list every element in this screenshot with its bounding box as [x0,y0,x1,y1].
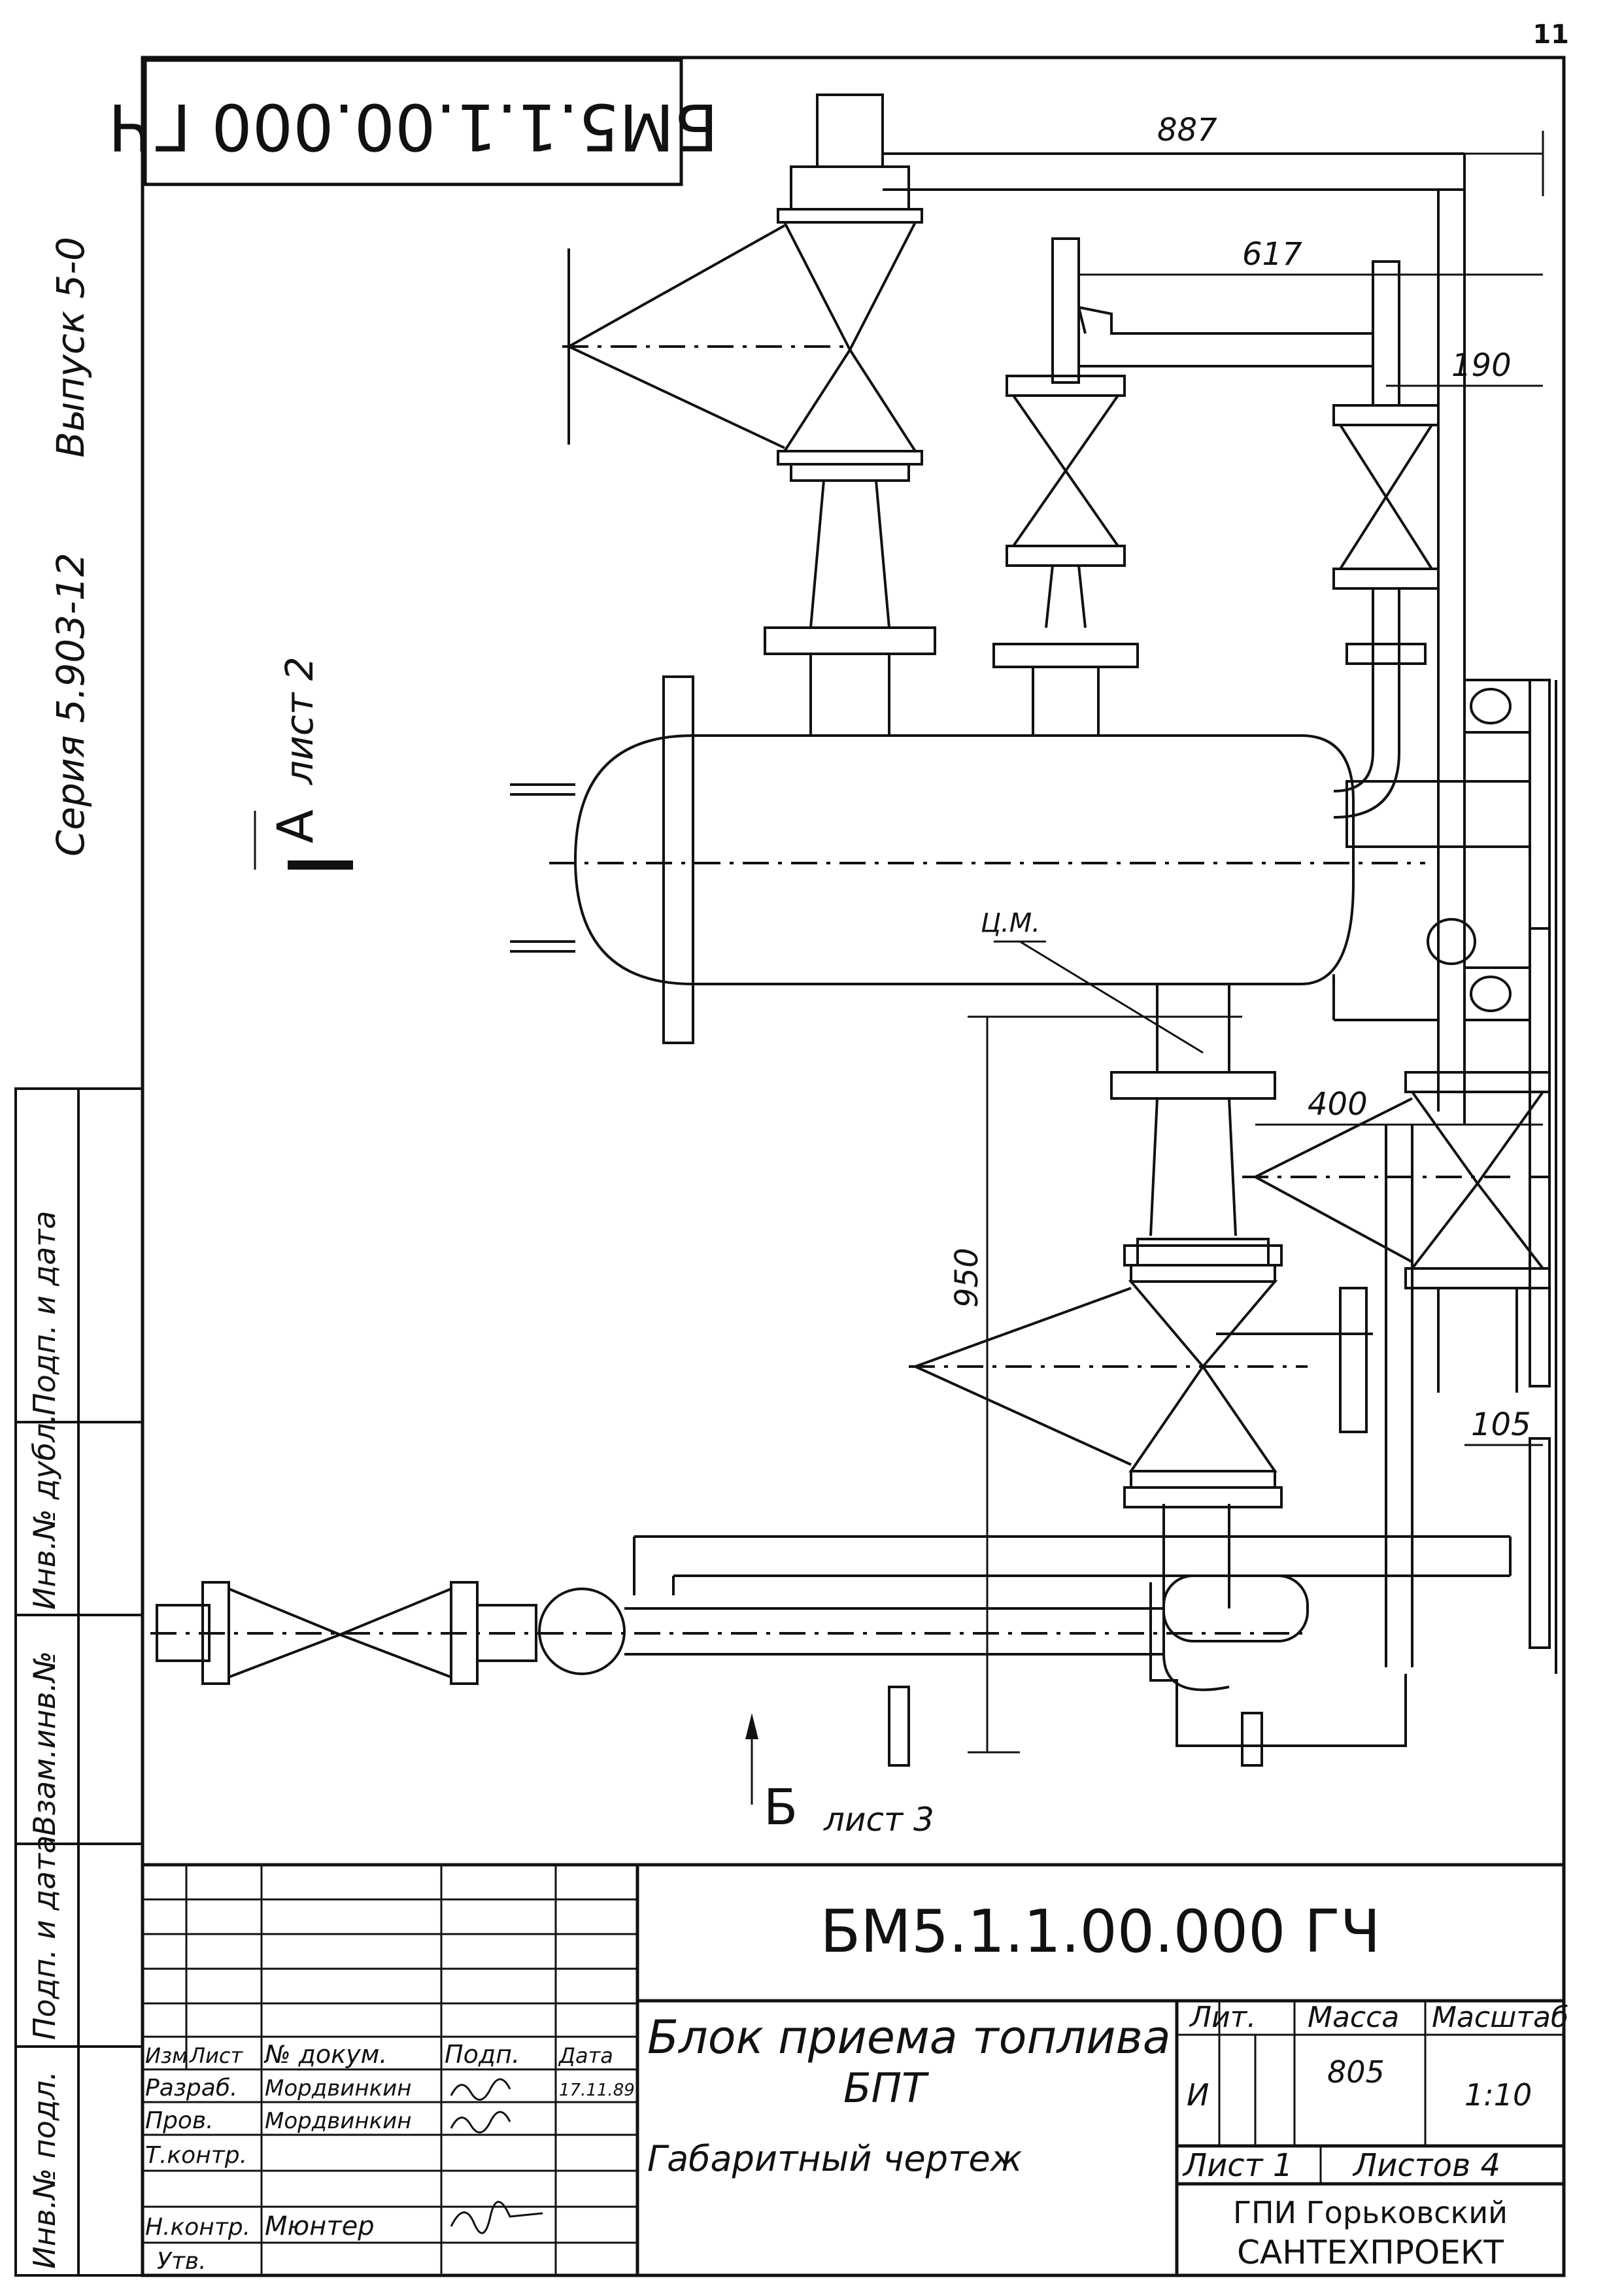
role-4: Н.контр. [145,2214,250,2241]
header-date: Дата [558,2043,613,2068]
dim-105: 105 [1471,1406,1531,1443]
title-name-line1: Блок приема топлива [647,2011,1171,2064]
name-4: Мюнтер [265,2211,375,2241]
issue-label: Выпуск 5-0 [48,237,93,458]
role-0: Разраб. [145,2075,237,2101]
name-0: Мордвинкин [265,2075,411,2101]
rotated-code: БМ5.1.1.00.000 ГЧ [108,89,718,163]
header-list: Лист [189,2043,243,2068]
center-mass-label: Ц.М. [981,908,1040,938]
date-0: 17.11.89 [559,2081,635,2100]
dim-950: 950 [949,1248,985,1308]
title-code: БМ5.1.1.00.000 ГЧ [820,1897,1380,1966]
left-side-strip: Инв.№ подл. Подп. и дата Взам.инв.№ Инв.… [14,1087,144,2277]
dimension-lines [254,131,1544,1805]
dim-400: 400 [1308,1086,1368,1123]
scale-label: Масштаб [1432,2001,1568,2034]
lit-value: И [1187,2077,1209,2113]
view-b-letter: Б [764,1778,798,1836]
title-name-line2: БПТ [843,2064,929,2112]
header-doc: № докум. [263,2040,387,2069]
dim-190: 190 [1451,347,1512,384]
dim-617: 617 [1242,236,1302,273]
strip-inv-dubl: Инв.№ дубл. [27,1414,62,1610]
scale-value: 1:10 [1464,2077,1532,2113]
org-line1: ГПИ Горьковский [1233,2195,1508,2230]
role-2: Т.контр. [145,2142,247,2169]
sheets-total: Листов 4 [1352,2147,1500,2184]
mass-label: Масса [1308,2001,1399,2034]
lit-label: Лит. [1189,2001,1256,2034]
dim-887: 887 [1157,112,1217,148]
role-5: Утв. [157,2248,207,2275]
mass-value: 805 [1327,2054,1385,2090]
view-b-ref: лист 3 [823,1801,934,1839]
org-line2: САНТЕХПРОЕКТ [1237,2234,1504,2271]
header-podp: Подп. [445,2040,520,2069]
strip-vzam-inv: Взам.инв.№ [27,1651,62,1836]
view-a-ref: лист 2 [277,656,322,785]
title-block: БМ5.1.1.00.000 ГЧ Блок приема топлива БП… [143,1863,1568,2275]
role-1: Пров. [145,2107,214,2134]
signatures [450,2078,543,2234]
strip-inv-podl: Инв.№ подл. [27,2071,62,2269]
page-number: 11 [1532,20,1569,50]
series-label: Серия 5.903-12 [48,552,93,857]
sheet-number: Лист 1 [1182,2147,1293,2184]
strip-podp-data-2: Подп. и дата [27,1211,62,1416]
strip-podp-data-1: Подп. и дата [27,1835,62,2040]
rotated-code-box: БМ5.1.1.00.000 ГЧ [108,58,719,186]
name-1: Мордвинкин [265,2108,411,2134]
header-izm: Изм [145,2043,188,2068]
equipment-drawing [150,94,1557,1767]
title-doc-type: Габаритный чертеж [647,2138,1023,2179]
view-a-letter: А [266,809,324,843]
